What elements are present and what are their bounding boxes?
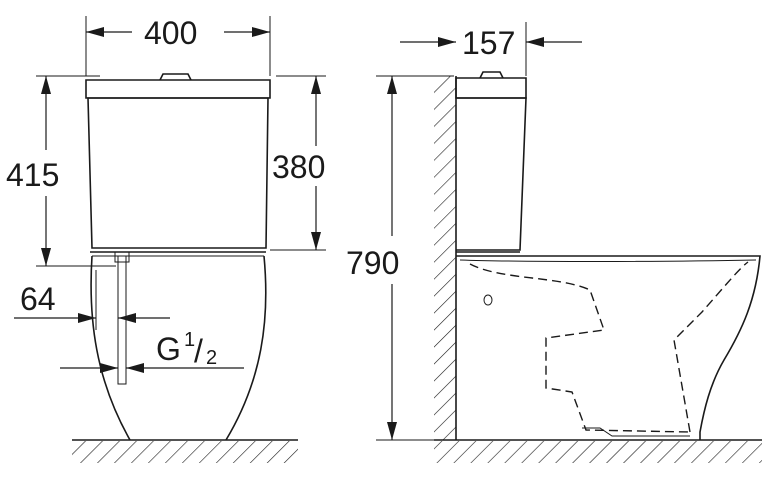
front-inlet-valve [114,251,130,263]
front-floor-hatch [72,441,298,463]
front-flush-button [159,73,192,81]
side-pan-outline [456,255,761,440]
dim-790-label: 790 [346,245,399,281]
dim-g12-denominator: 2 [206,347,217,369]
dim-415-label: 415 [6,157,59,193]
dim-g12-slash: / [194,333,203,369]
side-floor-hatch [434,441,762,463]
dim-157-label: 157 [462,25,515,61]
side-fixing-hole [483,294,493,306]
dim-g12-numerator: 1 [184,329,195,351]
side-tank-lid [455,77,527,99]
front-inlet-pipe [117,255,127,385]
front-view: 400 415 380 64 G 1 / 2 [6,15,326,463]
dim-64-label: 64 [20,281,56,317]
side-wall-hatch [434,76,456,440]
side-trapway-hidden [469,261,749,433]
side-tank-body [456,97,527,251]
dim-g12-label: G [156,331,181,367]
front-tank-lid [85,79,271,99]
front-tank-body [87,97,269,249]
dim-400-label: 400 [144,15,197,51]
dim-380-label: 380 [272,149,325,185]
side-view: 157 790 [346,22,762,463]
side-flush-button [479,71,504,79]
front-pan-body [90,255,267,441]
side-pan-rim [459,259,757,262]
side-outlet [582,427,690,437]
